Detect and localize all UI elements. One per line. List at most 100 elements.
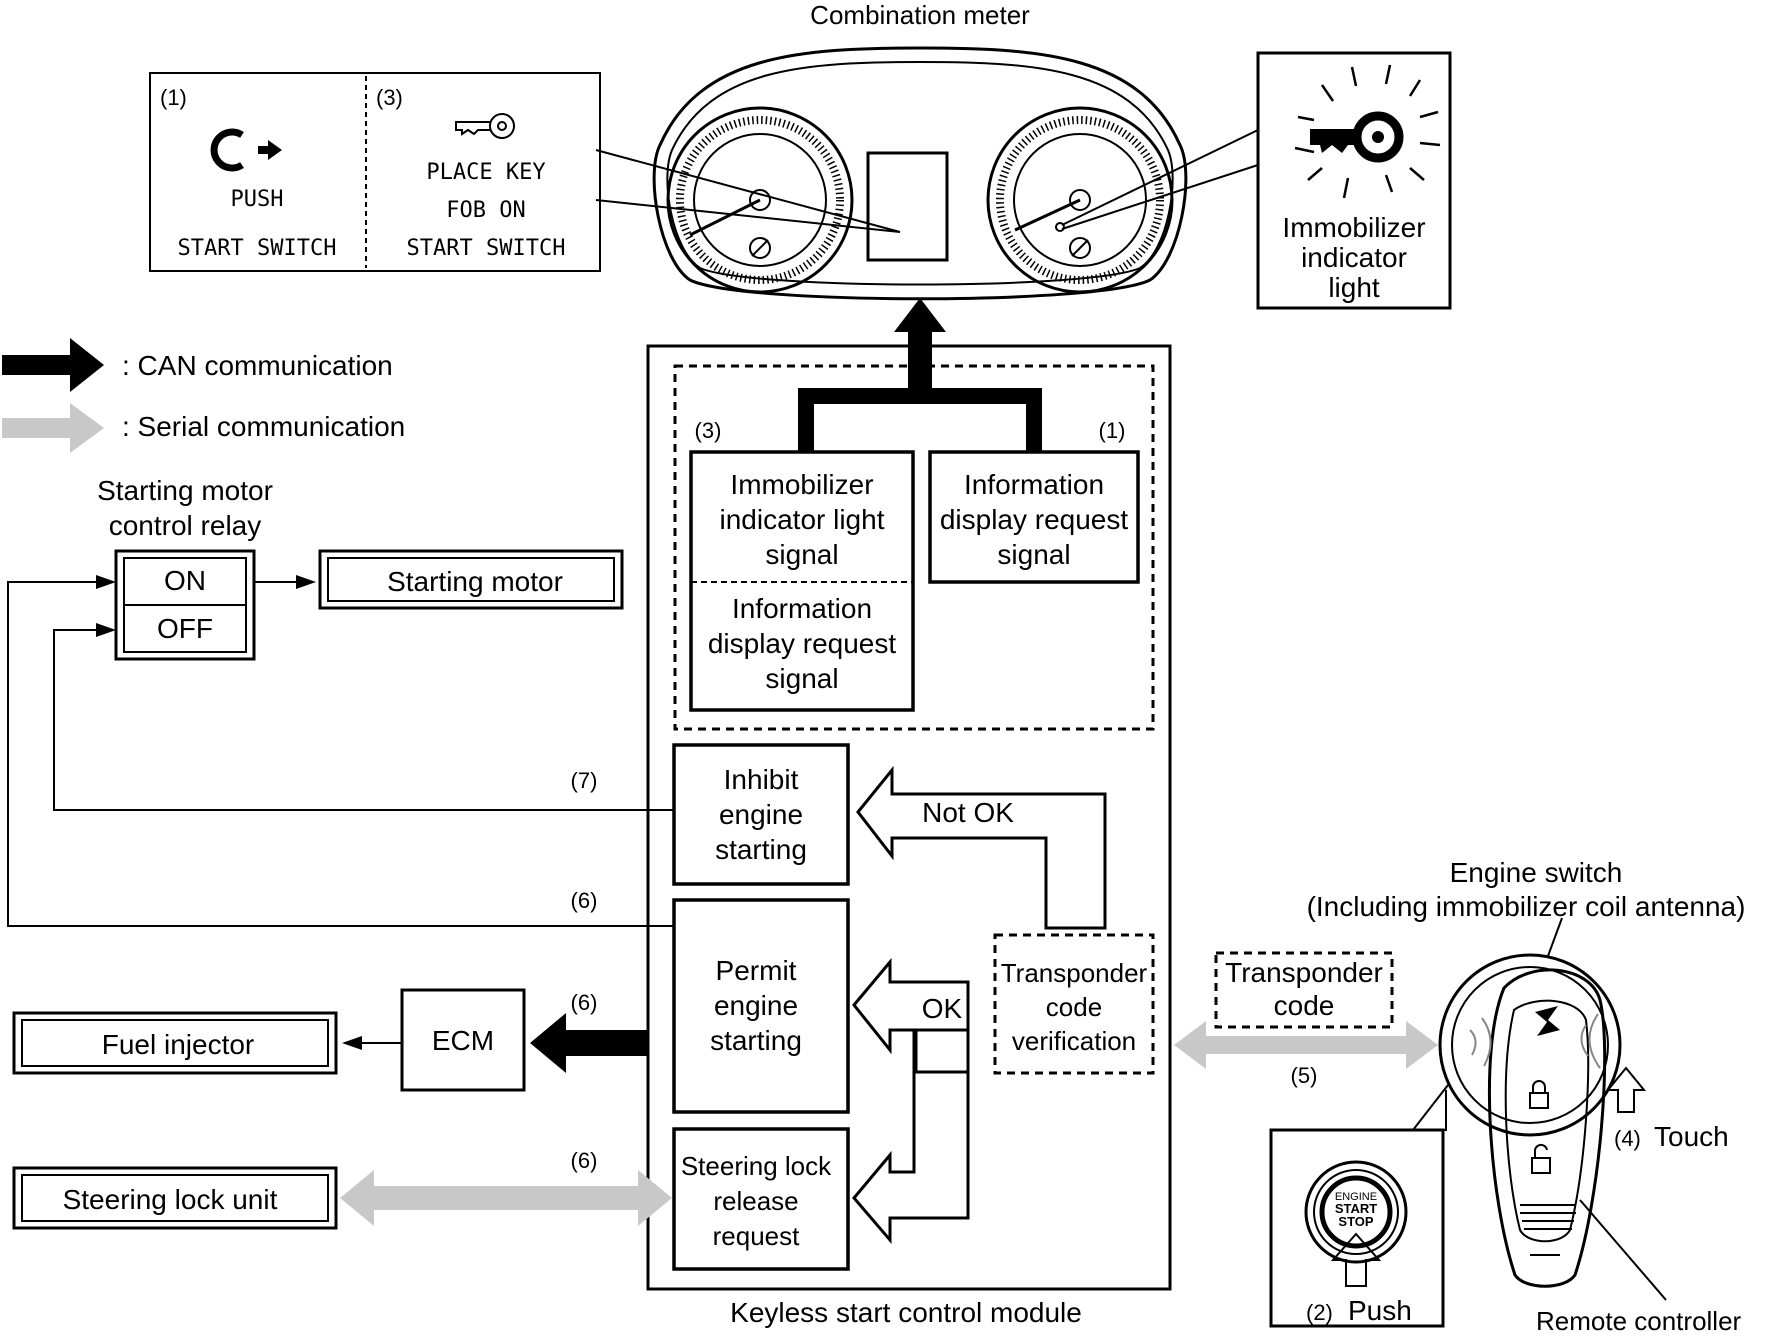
push-button-inset: ENGINE START STOP (2) Push xyxy=(1269,1128,1445,1328)
display-callout xyxy=(595,149,901,233)
can-arrow-icon xyxy=(2,338,104,392)
steering-lock-unit-box: Steering lock unit xyxy=(12,1166,338,1230)
remote-grille xyxy=(1520,1204,1576,1256)
touch-num: (4) xyxy=(1614,1126,1641,1151)
not-ok-arrow xyxy=(856,765,1107,930)
info-signal-lower-3: signal xyxy=(765,663,838,694)
relay-to-motor-arrow xyxy=(254,575,316,589)
unlock-icon xyxy=(1531,1143,1551,1174)
panel-fob-on: FOB ON xyxy=(446,198,525,223)
lock-icon xyxy=(1529,1080,1549,1109)
label-6c: (6) xyxy=(571,1148,598,1173)
line-7-to-relay-off xyxy=(53,623,676,811)
immobilizer-signal-box: Immobilizer indicator light signal Infor… xyxy=(689,450,915,712)
relay-title-2: control relay xyxy=(109,510,262,541)
push-label: Push xyxy=(1348,1295,1412,1326)
engine-switch-leader xyxy=(1547,917,1563,957)
indicator-line2: indicator xyxy=(1301,242,1407,273)
display-panel: (1) PUSH START SWITCH (3) PLACE KEY FOB … xyxy=(149,72,601,272)
relay-title-1: Starting motor xyxy=(97,475,273,506)
relay-off: OFF xyxy=(157,613,213,644)
not-ok-label: Not OK xyxy=(922,797,1014,828)
label-7: (7) xyxy=(571,768,598,793)
transponder-verify-3: verification xyxy=(1012,1026,1136,1056)
engine-switch-title-2: (Including immobilizer coil antenna) xyxy=(1307,891,1746,922)
right-gauge xyxy=(986,106,1174,294)
permit-box: Permit engine starting xyxy=(672,898,850,1114)
steering-request-3: request xyxy=(713,1221,800,1251)
ecm-label: ECM xyxy=(432,1025,494,1056)
label-5: (5) xyxy=(1291,1063,1318,1088)
engine-switch-title-1: Engine switch xyxy=(1450,857,1623,888)
label-6a: (6) xyxy=(571,888,598,913)
info-signal-lower-2: display request xyxy=(708,628,897,659)
fuel-injector-box: Fuel injector xyxy=(12,1011,338,1075)
button-stop: STOP xyxy=(1338,1214,1373,1229)
immobilizer-key-icon xyxy=(1294,64,1441,199)
indicator-line1: Immobilizer xyxy=(1282,212,1425,243)
transponder-verify-1: Transponder xyxy=(1001,958,1148,988)
relay-on: ON xyxy=(164,565,206,596)
immobilizer-signal-1: Immobilizer xyxy=(730,469,873,500)
logo-icon xyxy=(1535,1006,1560,1036)
transponder-code-1: Transponder xyxy=(1225,957,1383,988)
permit-3: starting xyxy=(710,1025,802,1056)
steering-request-box: Steering lock release request xyxy=(672,1127,850,1271)
remote-controller-label: Remote controller xyxy=(1536,1306,1742,1336)
info-signal-lower-1: Information xyxy=(732,593,872,624)
info-display-signal-box: Information display request signal xyxy=(928,450,1140,584)
module-num-1: (1) xyxy=(1099,418,1126,443)
steering-request-2: release xyxy=(713,1186,798,1216)
serial-arrow-icon xyxy=(2,403,104,453)
transponder-code-box: Transponder code xyxy=(1214,951,1394,1029)
inhibit-3: starting xyxy=(715,834,807,865)
combination-meter-title: Combination meter xyxy=(810,0,1030,30)
starting-motor-label: Starting motor xyxy=(387,566,563,597)
steering-request-1: Steering lock xyxy=(681,1151,832,1181)
panel-push-text: PUSH xyxy=(231,187,284,212)
combination-meter-cluster xyxy=(652,46,1188,301)
engine-switch-ring xyxy=(1438,953,1622,1137)
legend: : CAN communication : Serial communicati… xyxy=(2,338,405,453)
info-signal-right-1: Information xyxy=(964,469,1104,500)
module-num-3: (3) xyxy=(695,418,722,443)
push-num: (2) xyxy=(1306,1300,1333,1325)
label-6b: (6) xyxy=(571,990,598,1015)
push-arrow-icon xyxy=(1330,1232,1382,1287)
inhibit-box: Inhibit engine starting xyxy=(672,743,850,886)
touch-arrow-icon xyxy=(1605,1066,1647,1113)
remote-leader xyxy=(1579,1199,1667,1301)
touch-label: Touch xyxy=(1654,1121,1729,1152)
line-6-to-relay-on xyxy=(7,575,676,927)
module-title: Keyless start control module xyxy=(730,1297,1082,1328)
can-to-meter-arrow xyxy=(798,298,1042,452)
can-to-ecm-arrow xyxy=(530,1013,648,1073)
starting-motor-box: Starting motor xyxy=(318,549,624,610)
transponder-verification-box: Transponder code verification xyxy=(993,933,1155,1075)
immobilizer-signal-3: signal xyxy=(765,539,838,570)
transponder-verify-2: code xyxy=(1046,992,1102,1022)
display-request-group xyxy=(673,364,1155,731)
panel-left-num: (1) xyxy=(160,85,187,110)
panel-right-bottom: START SWITCH xyxy=(407,236,566,261)
transponder-code-2: code xyxy=(1274,990,1335,1021)
info-signal-right-2: display request xyxy=(940,504,1129,535)
immobilizer-signal-2: indicator light xyxy=(720,504,885,535)
immobilizer-lamp-icon xyxy=(1055,222,1065,232)
serial-transponder-arrow xyxy=(1174,1021,1438,1069)
legend-serial: : Serial communication xyxy=(122,411,405,442)
legend-can: : CAN communication xyxy=(122,350,393,381)
fuel-injector-label: Fuel injector xyxy=(102,1029,255,1060)
ecm-box: ECM xyxy=(400,988,526,1092)
ok-label: OK xyxy=(922,993,963,1024)
panel-left-bottom: START SWITCH xyxy=(178,236,337,261)
permit-2: engine xyxy=(714,990,798,1021)
serial-steering-arrow xyxy=(340,1170,672,1226)
button-engine: ENGINE xyxy=(1335,1191,1377,1203)
button-start: START xyxy=(1335,1201,1377,1216)
panel-place-key: PLACE KEY xyxy=(426,160,545,185)
key-fob-icon xyxy=(455,113,515,139)
left-gauge xyxy=(666,106,854,294)
panel-right-num: (3) xyxy=(376,85,403,110)
